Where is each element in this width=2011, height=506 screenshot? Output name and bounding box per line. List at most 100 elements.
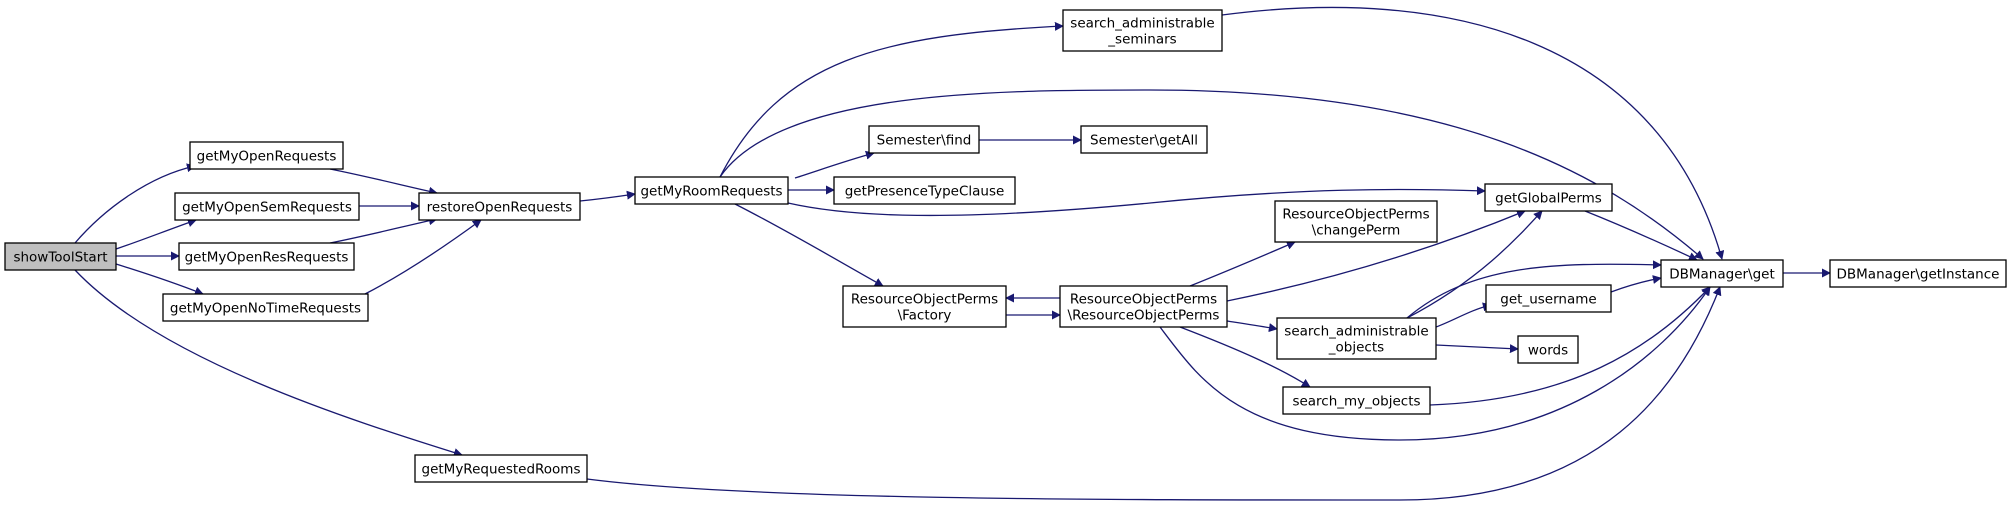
node-box (162, 293, 369, 322)
edge-getMyRoomRequests-to-ResourceObjectPerms_Factory (734, 203, 884, 287)
node-Semester_find[interactable]: Semester\find (868, 125, 980, 154)
node-box (414, 454, 588, 483)
node-box (1276, 317, 1437, 360)
node-label: words (1528, 343, 1568, 359)
node-search_my_objects[interactable]: search_my_objects (1282, 386, 1431, 415)
node-label: getMyOpenNoTimeRequests (170, 301, 361, 317)
edge-ResourceObjectPerms_ResourceObjectPerms-to-ResourceObjectPerms_changePerm (1189, 241, 1296, 287)
edge-search_administrable_objects-to-words (1435, 344, 1519, 354)
node-words[interactable]: words (1517, 335, 1579, 364)
node-label: getMyOpenRequests (197, 149, 337, 165)
node-label: getMyRoomRequests (640, 184, 782, 200)
node-getGlobalPerms[interactable]: getGlobalPerms (1484, 183, 1613, 212)
node-getPresenceTypeClause[interactable]: getPresenceTypeClause (833, 176, 1016, 205)
node-label: get_username (1500, 292, 1596, 308)
edge-getMyOpenRequests-to-restoreOpenRequests (329, 168, 438, 196)
edge-search_my_objects-to-DBManager_get (1429, 286, 1711, 406)
node-label: \ResourceObjectPerms (1068, 308, 1220, 324)
node-box (833, 176, 1016, 205)
edge-getGlobalPerms-to-DBManager_get (1584, 210, 1698, 261)
node-get_username[interactable]: get_username (1485, 284, 1612, 313)
edge-search_administrable_objects-to-get_username (1435, 302, 1492, 328)
node-search_administrable_objects[interactable]: search_administrable_objects (1276, 317, 1437, 360)
node-box (1485, 284, 1612, 313)
node-label: \changePerm (1312, 223, 1401, 239)
node-getMyRoomRequests[interactable]: getMyRoomRequests (634, 176, 789, 205)
node-box (1660, 259, 1784, 288)
node-box (1517, 335, 1579, 364)
node-ResourceObjectPerms_changePerm[interactable]: ResourceObjectPerms\changePerm (1274, 200, 1438, 243)
node-showToolStart[interactable]: showToolStart (4, 242, 117, 271)
node-label: getMyOpenSemRequests (182, 200, 352, 216)
edge-ResourceObjectPerms_ResourceObjectPerms-to-search_my_objects (1179, 326, 1311, 388)
edge-search_administrable_objects-to-getGlobalPerms (1406, 210, 1543, 319)
node-box (1062, 9, 1223, 52)
edge-showToolStart-to-getMyOpenRequests (74, 163, 196, 244)
node-label: ResourceObjectPerms (1070, 292, 1217, 308)
node-box (1274, 200, 1438, 243)
edge-getMyOpenNoTimeRequests-to-restoreOpenRequests (364, 219, 482, 295)
node-label: getGlobalPerms (1495, 191, 1602, 207)
node-getMyOpenNoTimeRequests[interactable]: getMyOpenNoTimeRequests (162, 293, 369, 322)
node-box (1059, 285, 1228, 328)
node-box (634, 176, 789, 205)
edge-ResourceObjectPerms_ResourceObjectPerms-to-getGlobalPerms (1226, 209, 1526, 302)
node-label: getMyOpenResRequests (185, 250, 349, 266)
node-box (1080, 125, 1208, 154)
edge-getMyRequestedRooms-to-DBManager_get (586, 286, 1722, 501)
node-label: showToolStart (13, 250, 107, 266)
node-search_administrable_seminars[interactable]: search_administrable_seminars (1062, 9, 1223, 52)
node-getMyOpenRequests[interactable]: getMyOpenRequests (189, 141, 344, 170)
edge-getMyRoomRequests-to-getGlobalPerms (787, 186, 1486, 217)
edge-showToolStart-to-getMyRequestedRooms (74, 269, 463, 457)
node-label: search_administrable (1284, 324, 1428, 340)
edge-getMyRoomRequests-to-DBManager_get (719, 89, 1704, 260)
edge-get_username-to-DBManager_get (1610, 275, 1662, 293)
node-box (189, 141, 344, 170)
edge-getMyRoomRequests-to-Semester_find (794, 150, 875, 179)
node-Semester_getAll[interactable]: Semester\getAll (1080, 125, 1208, 154)
node-label: getMyRequestedRooms (422, 462, 581, 478)
node-restoreOpenRequests[interactable]: restoreOpenRequests (418, 192, 581, 221)
node-box (1282, 386, 1431, 415)
node-box (1829, 259, 2007, 288)
node-label: Semester\find (877, 133, 972, 149)
edge-search_administrable_objects-to-DBManager_get (1406, 260, 1662, 319)
node-label: getPresenceTypeClause (845, 184, 1005, 200)
edges (74, 6, 1831, 501)
edge-restoreOpenRequests-to-getMyRoomRequests (579, 190, 636, 202)
node-DBManager_getInstance[interactable]: DBManager\getInstance (1829, 259, 2007, 288)
edge-ResourceObjectPerms_ResourceObjectPerms-to-search_administrable_objects (1226, 320, 1278, 333)
node-label: DBManager\get (1669, 267, 1775, 283)
node-getMyOpenResRequests[interactable]: getMyOpenResRequests (178, 242, 355, 271)
node-DBManager_get[interactable]: DBManager\get (1660, 259, 1784, 288)
node-label: ResourceObjectPerms (851, 292, 998, 308)
node-box (418, 192, 581, 221)
node-label: search_administrable (1070, 16, 1214, 32)
node-box (4, 242, 117, 271)
node-label: restoreOpenRequests (427, 200, 573, 216)
edge-showToolStart-to-getMyOpenSemRequests (115, 218, 197, 250)
edge-getMyOpenResRequests-to-restoreOpenRequests (329, 216, 438, 244)
edge-search_administrable_seminars-to-DBManager_get (1221, 6, 1725, 260)
node-label: \Factory (898, 308, 952, 324)
edge-ResourceObjectPerms_ResourceObjectPerms-to-DBManager_get (1159, 286, 1711, 441)
node-label: search_my_objects (1292, 394, 1420, 410)
node-label: DBManager\getInstance (1837, 267, 2000, 283)
node-box (1484, 183, 1613, 212)
nodes: showToolStart getMyOpenRequests getMyOpenS… (4, 9, 2007, 483)
node-label: _objects (1328, 340, 1384, 356)
node-box (178, 242, 355, 271)
node-box (842, 285, 1007, 328)
edge-showToolStart-to-getMyOpenNoTimeRequests (115, 263, 204, 296)
edge-getMyRoomRequests-to-search_administrable_seminars (719, 21, 1064, 178)
node-ResourceObjectPerms_ResourceObjectPerms[interactable]: ResourceObjectPerms\ResourceObjectPerms (1059, 285, 1228, 328)
node-label: _seminars (1107, 32, 1176, 48)
node-ResourceObjectPerms_Factory[interactable]: ResourceObjectPerms\Factory (842, 285, 1007, 328)
node-getMyRequestedRooms[interactable]: getMyRequestedRooms (414, 454, 588, 483)
node-label: ResourceObjectPerms (1282, 207, 1429, 223)
node-label: Semester\getAll (1090, 133, 1198, 149)
node-box (868, 125, 980, 154)
node-getMyOpenSemRequests[interactable]: getMyOpenSemRequests (174, 192, 360, 221)
